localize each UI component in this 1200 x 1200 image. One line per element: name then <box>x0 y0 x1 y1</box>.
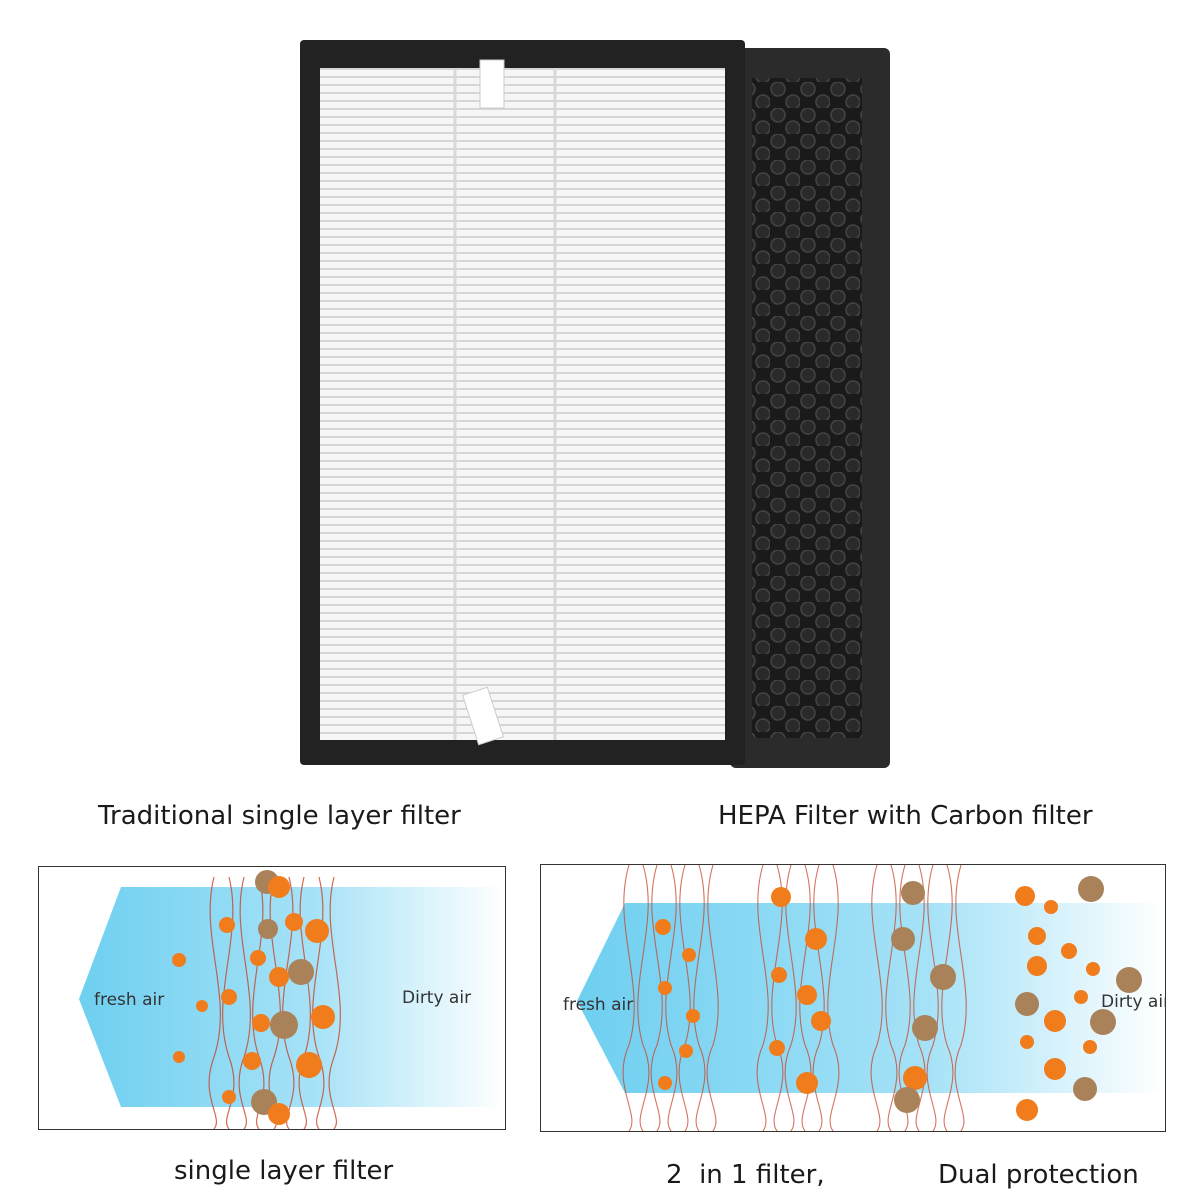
carbon-filter-back <box>730 48 890 768</box>
filter-product-photo <box>290 30 900 775</box>
single-layer-diagram-graphic: fresh air Dirty air <box>79 870 505 1129</box>
caption-single-layer-filter: single layer filter <box>174 1156 394 1186</box>
single-layer-diagram: fresh air Dirty air <box>38 866 506 1130</box>
caption-dual-protection: Dual protection <box>938 1160 1139 1190</box>
dirty-air-label: Dirty air <box>402 988 471 1008</box>
particles <box>172 870 335 1125</box>
filter-illustration <box>300 40 890 768</box>
dirty-air-label: Dirty air <box>1101 992 1165 1012</box>
hepa-filter-front <box>300 40 745 765</box>
fiber-layer-1 <box>622 865 719 1131</box>
fresh-air-label: fresh air <box>94 990 164 1010</box>
caption-two-in-one-filter: 2 in 1 filter, <box>666 1160 825 1190</box>
caption-hepa-carbon-filter: HEPA Filter with Carbon filter <box>718 801 1093 831</box>
dual-layer-diagram-graphic: fresh air Dirty air <box>563 865 1165 1131</box>
fresh-air-label: fresh air <box>563 995 633 1015</box>
caption-traditional-filter: Traditional single layer filter <box>98 801 461 831</box>
air-stream <box>79 887 505 1107</box>
air-stream <box>577 903 1165 1093</box>
fiber-layer-3 <box>870 865 967 1131</box>
particles <box>655 876 1142 1121</box>
fiber-layer-2 <box>756 865 840 1131</box>
dual-layer-diagram: fresh air Dirty air <box>540 864 1166 1132</box>
